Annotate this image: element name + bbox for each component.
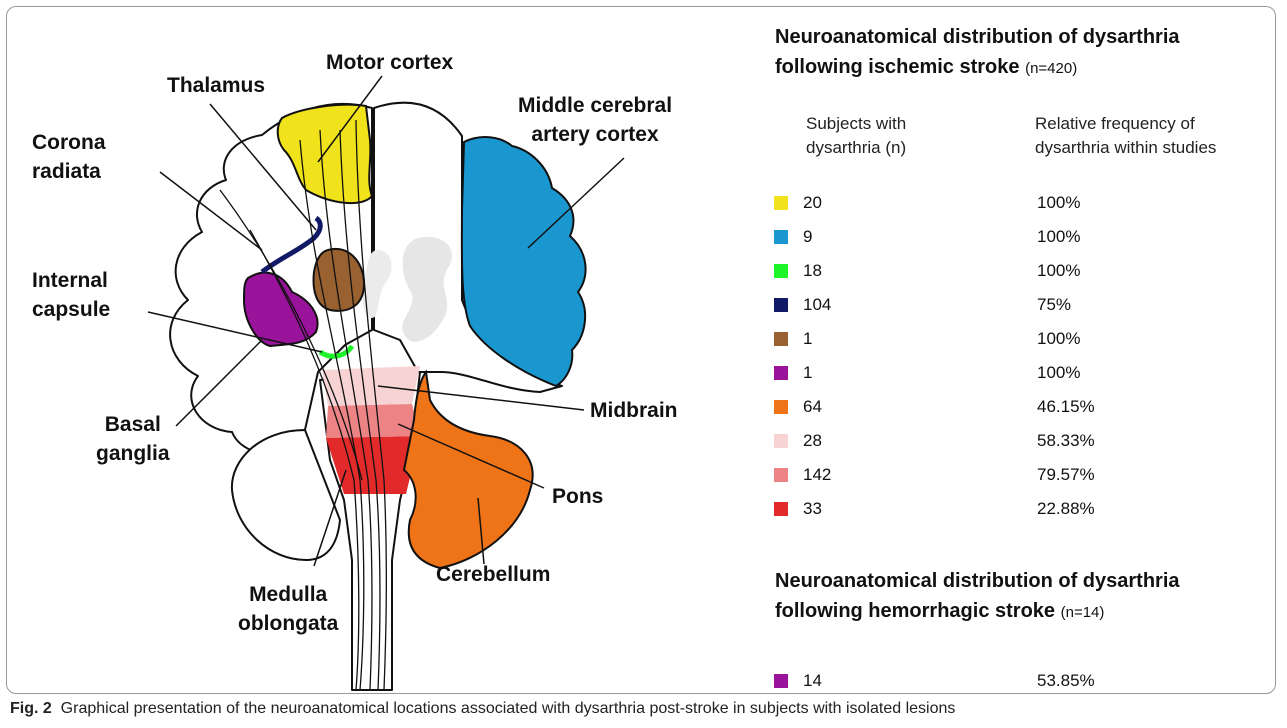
label-pons: Pons [552,482,603,511]
color-swatch [774,400,788,414]
subject-count: 142 [803,464,831,486]
label-motor-cortex: Motor cortex [326,48,453,77]
label-corona-radiata: Corona radiata [32,128,106,186]
color-swatch [774,434,788,448]
ischemic-table: 20 100% 9 100% 18 100% 104 75% 1 100% 1 100% 64 46.15… [782,192,1262,532]
label-midbrain: Midbrain [590,396,678,425]
color-swatch [774,298,788,312]
subject-count: 20 [803,192,822,214]
relative-frequency: 75% [1037,294,1071,316]
subject-count: 28 [803,430,822,452]
column-header-frequency: Relative frequency of dysarthria within … [1035,112,1216,160]
relative-frequency: 79.57% [1037,464,1095,486]
color-swatch [774,468,788,482]
color-swatch [774,264,788,278]
subject-count: 64 [803,396,822,418]
subject-count: 9 [803,226,812,248]
relative-frequency: 100% [1037,362,1080,384]
relative-frequency: 53.85% [1037,670,1095,692]
ischemic-panel: Neuroanatomical distribution of dysarthr… [775,22,1275,84]
caption-text: Graphical presentation of the neuroanato… [61,700,956,717]
hemorrhagic-n: (n=14) [1061,604,1105,621]
relative-frequency: 22.88% [1037,498,1095,520]
subject-count: 104 [803,294,831,316]
relative-frequency: 100% [1037,260,1080,282]
color-swatch [774,230,788,244]
subject-count: 33 [803,498,822,520]
label-internal-capsule: Internal capsule [32,266,110,324]
figure-caption: Fig. 2 Graphical presentation of the neu… [10,697,955,721]
relative-frequency: 100% [1037,192,1080,214]
relative-frequency: 58.33% [1037,430,1095,452]
relative-frequency: 46.15% [1037,396,1095,418]
subject-count: 14 [803,670,822,692]
label-cerebellum: Cerebellum [436,560,550,589]
midbrain-region [322,366,420,406]
label-basal-ganglia: Basal ganglia [96,410,170,468]
subject-count: 1 [803,328,812,350]
relative-frequency: 100% [1037,328,1080,350]
subject-count: 1 [803,362,812,384]
label-thalamus: Thalamus [167,71,265,100]
ischemic-n: (n=420) [1025,60,1077,77]
label-middle-cerebral-artery-cortex: Middle cerebral artery cortex [518,91,672,149]
pons-region [326,404,420,438]
column-header-subjects: Subjects with dysarthria (n) [806,112,906,160]
hemorrhagic-title: Neuroanatomical distribution of dysarthr… [775,566,1180,628]
relative-frequency: 100% [1037,226,1080,248]
color-swatch [774,674,788,688]
color-swatch [774,502,788,516]
color-swatch [774,332,788,346]
color-swatch [774,196,788,210]
color-swatch [774,366,788,380]
subject-count: 18 [803,260,822,282]
hemorrhagic-table: 14 53.85% [782,670,1262,696]
ischemic-title: Neuroanatomical distribution of dysarthr… [775,22,1275,84]
caption-label: Fig. 2 [10,700,52,717]
label-medulla-oblongata: Medulla oblongata [238,580,338,638]
